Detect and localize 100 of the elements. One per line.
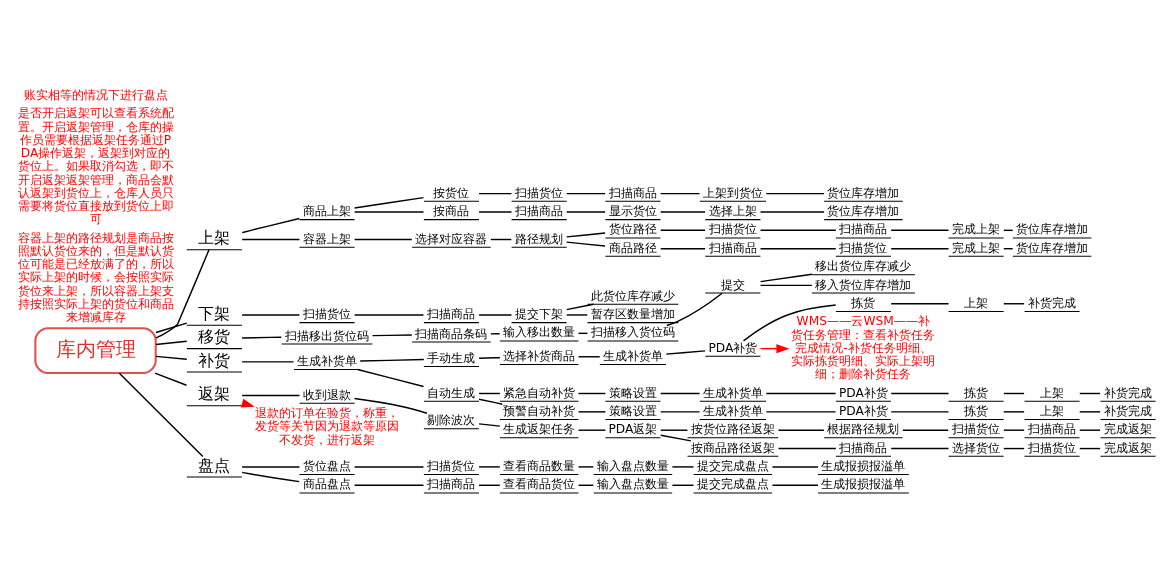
node-text: 完成上架 (952, 240, 1001, 255)
node-text: 补货完成 (1104, 385, 1153, 400)
connector (671, 484, 695, 486)
connector (478, 392, 501, 394)
node-text: 选择补货商品 (503, 348, 576, 363)
label: 容器上架的路径规划是商品按照默认货位来的，但是默认货位可能是已经放满了的，所以实际上架的时候，会按照实际货位来上架，所以容器上架支持按照实际上架的货位和商品来增减库存 (17, 230, 174, 324)
node-text: 返架 (198, 383, 231, 403)
connector (1079, 447, 1101, 449)
connector (353, 465, 425, 468)
connector (155, 355, 188, 360)
connector (490, 332, 501, 335)
node-text: 生成补货单 (702, 385, 763, 400)
connector (478, 192, 513, 194)
node-text: 剔除波次 (427, 412, 476, 427)
node-text: 扫描货位 (839, 240, 888, 255)
node-text: 扫描商品 (708, 240, 757, 255)
node-text: 拣货 (964, 403, 989, 418)
connector (890, 247, 950, 249)
connector (660, 434, 692, 442)
node-text: 提交 (720, 277, 745, 292)
connector (241, 336, 283, 339)
connector (660, 210, 706, 213)
node-text: 显示货位 (608, 203, 657, 218)
node-text: 移入货位库存增加 (815, 277, 912, 292)
node-text: 移出货位库存减少 (815, 258, 912, 273)
node-text: 扫描商品 (515, 203, 564, 218)
connector (759, 229, 837, 231)
connector (155, 340, 188, 345)
node-text: 查看商品数量 (503, 458, 576, 473)
connector (478, 356, 501, 359)
connector (777, 447, 837, 449)
node-text: 自动生成 (427, 385, 476, 400)
connector (1079, 410, 1101, 413)
label: 是否开启返架可以查看系统配置。开启返架管理，仓库的操作员需要根据返架任务通过PDA操作返架，返架到对应的货位上。如果取消勾选，即不开启返架返架管理，商品会默认返架到货位上，仓库人员只需要将货位直接放到货位上即可 (17, 105, 174, 226)
node-text: 补货 (198, 350, 231, 370)
connector (241, 238, 301, 240)
node-text: 按货位路径返架 (690, 421, 775, 436)
node-text: 策略设置 (608, 403, 657, 418)
node-text: 货位库存增加 (827, 185, 900, 200)
connector (765, 392, 837, 394)
node-text: 紧急自动补货 (503, 385, 576, 400)
node-text: 拣货 (964, 385, 989, 400)
connector (241, 360, 295, 363)
connector (565, 192, 606, 194)
node-text: 按货位 (433, 185, 470, 200)
node-text: 输入移出数量 (503, 324, 576, 339)
connector (353, 397, 428, 414)
connector (660, 429, 689, 431)
connector (665, 349, 706, 355)
node-text: 商品盘点 (303, 476, 352, 491)
connector (759, 210, 825, 213)
connector (353, 210, 425, 213)
node-text: 生成补货单 (702, 403, 763, 418)
node-text: 输入盘点数量 (596, 458, 669, 473)
connector (353, 196, 425, 209)
connector (371, 333, 413, 336)
connector (154, 371, 188, 386)
connector (890, 302, 950, 304)
node-text: PDA返架 (608, 421, 658, 436)
connector (660, 229, 706, 231)
node-text: 扫描商品 (839, 222, 888, 236)
connector (671, 465, 695, 468)
node-text: 扫描货位 (303, 306, 352, 321)
node-text: 预警自动补货 (503, 403, 576, 418)
node-text: 扫描商品条码 (415, 326, 488, 341)
node-text: 暂存区数量增加 (590, 306, 675, 321)
node-text: 扫描商品 (1028, 421, 1077, 436)
label: 账实相等的情况下进行盘点 (23, 87, 168, 102)
node-text: 收到退款 (303, 387, 352, 402)
node-text: 完成上架 (952, 222, 1001, 236)
connector (777, 429, 825, 431)
node-text: 容器上架 (303, 231, 352, 246)
node-text: 扫描商品 (608, 185, 657, 200)
connector (577, 410, 607, 413)
connector (478, 313, 513, 316)
connector (565, 313, 588, 316)
connector (155, 248, 210, 339)
connector (359, 358, 425, 362)
node-text: 根据路径规划 (827, 421, 900, 436)
connector (478, 465, 501, 468)
node-text: 货位库存增加 (1016, 240, 1089, 255)
node-text: 生成补货单 (602, 348, 663, 363)
connector (890, 392, 950, 394)
node-text: PDA补货 (838, 385, 888, 400)
connector (241, 465, 301, 468)
node-text: 扫描商品 (427, 306, 476, 321)
node-text: 扫描货位 (952, 421, 1001, 436)
connector (1003, 392, 1025, 394)
connector (759, 247, 837, 249)
node-text: 上架 (964, 295, 989, 310)
connector (1079, 392, 1101, 394)
connector (577, 465, 595, 468)
node-text: 路径规划 (515, 231, 564, 246)
node-text: 扫描货位 (1028, 440, 1077, 455)
node-text: 完成返架 (1104, 421, 1153, 436)
connector (577, 429, 607, 431)
node-text: 货位库存增加 (1016, 222, 1089, 236)
node-text: PDA补货 (708, 340, 758, 355)
connector (241, 217, 300, 233)
node-text: 选择货位 (952, 440, 1001, 455)
